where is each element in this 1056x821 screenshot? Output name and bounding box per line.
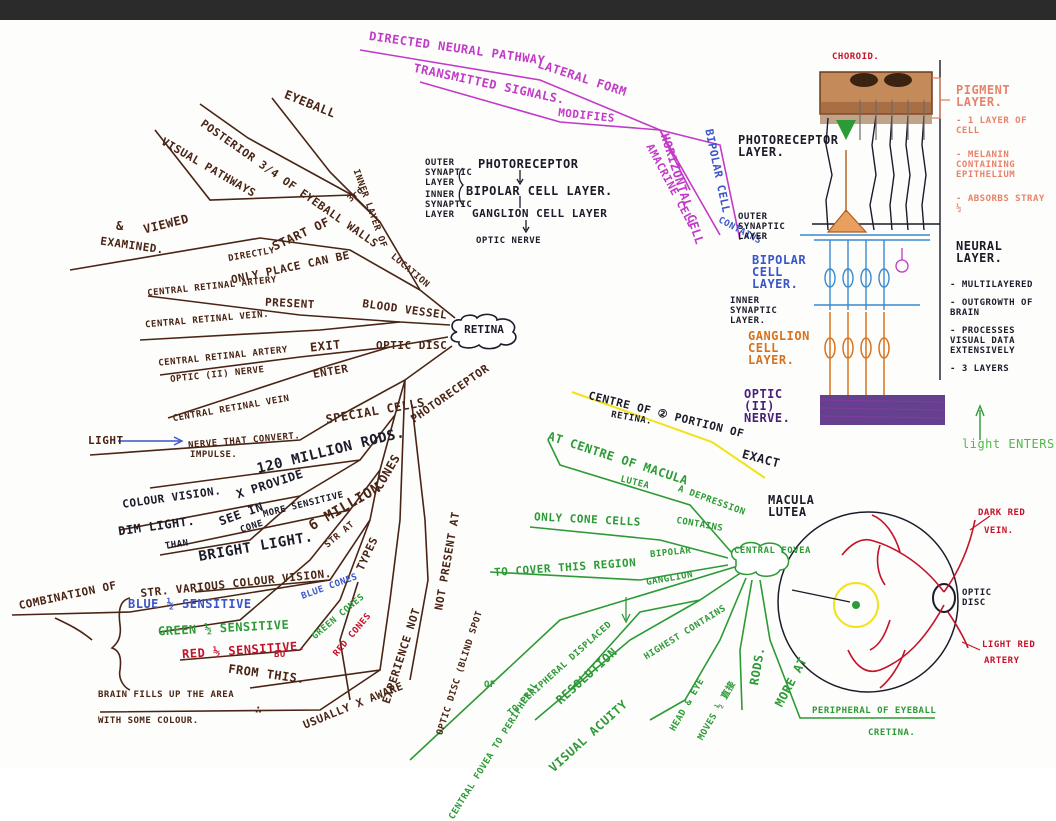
fundus-dark-red: DARK RED xyxy=(978,508,1026,518)
layer-list xyxy=(458,167,530,234)
retina-label: RETINA xyxy=(464,323,504,336)
paper-sheet xyxy=(0,20,1056,768)
mid-ganglion: GANGLION CELL LAYER xyxy=(472,207,608,220)
fundus-artery: ARTERY xyxy=(984,656,1020,666)
fundus-light-red: LIGHT RED xyxy=(982,640,1036,650)
arrow-icon xyxy=(118,436,184,446)
fovea-node xyxy=(728,540,792,578)
diag-bipolar: BIPOLAR CELL LAYER. xyxy=(752,253,807,291)
label-amp: & xyxy=(116,219,124,233)
label-bo: BO xyxy=(274,650,286,660)
diag-neural-layer: NEURAL LAYER. xyxy=(956,239,1003,265)
label-light: LIGHT xyxy=(88,434,124,447)
mac-peripheral-eyeball: PERIPHERAL OF EYEBALL xyxy=(812,706,937,716)
eye-fundus-icon xyxy=(777,511,991,693)
mind-map-lines xyxy=(11,49,991,761)
fundus-optic-disc: OPTIC DISC xyxy=(962,588,992,608)
label-brain-fills: BRAIN FILLS UP THE AREA xyxy=(98,690,235,700)
label-with-colour: WITH SOME COLOUR. xyxy=(98,716,199,726)
brain-bubble-icon xyxy=(450,313,517,350)
mac-central-fovea: CENTRAL FOVEA xyxy=(734,546,811,556)
diag-light-enters: light ENTERS. xyxy=(962,437,1056,451)
diag-optic: OPTIC (II) NERVE. xyxy=(744,387,791,425)
fundus-vein: VEIN. xyxy=(984,526,1014,536)
mid-optic-nerve: OPTIC NERVE xyxy=(476,236,542,246)
retina-center-node: RETINA xyxy=(447,312,521,350)
diag-photoreceptor: PHOTORECEPTOR LAYER. xyxy=(738,133,839,159)
mid-outer-synaptic: OUTER SYNAPTIC LAYER xyxy=(425,158,473,188)
scan-top-edge xyxy=(0,0,1056,20)
diag-pigment-layer: PIGMENT LAYER. xyxy=(956,83,1011,109)
diag-outgrowth: - OUTGROWTH OF BRAIN xyxy=(950,298,1033,318)
diag-multilayered: - MULTILAYERED xyxy=(950,280,1033,290)
combination-bracket xyxy=(54,597,131,691)
mid-inner-synaptic: INNER SYNAPTIC LAYER xyxy=(425,190,473,220)
diag-ganglion: GANGLION CELL LAYER. xyxy=(748,329,810,367)
label-therefore: ∴ xyxy=(255,703,263,716)
diag-absorbs: - ABSORBS STRAY ½ xyxy=(956,194,1045,214)
mid-photoreceptor: PHOTORECEPTOR xyxy=(478,157,579,171)
diag-processes: - PROCESSES VISUAL DATA EXTENSIVELY xyxy=(950,326,1016,356)
label-blue-sensitive: BLUE ½ SENSITIVE xyxy=(128,597,252,611)
macula-pointer xyxy=(571,391,766,479)
diag-three-layers: - 3 LAYERS xyxy=(950,364,1010,374)
label-present: PRESENT xyxy=(264,295,316,312)
fovea-bubble-icon xyxy=(730,541,790,577)
diag-inner-synaptic: INNER SYNAPTIC LAYER. xyxy=(730,296,778,326)
diag-outer-synaptic: OUTER SYNAPTIC LAYER xyxy=(738,212,786,242)
mac-cretina: CRETINA. xyxy=(868,728,916,738)
mac-of: OF xyxy=(484,680,496,690)
diag-melanin: - MELANIN CONTAINING EPITHELIUM xyxy=(956,150,1016,180)
mac-macula-lutea: MACULA LUTEA xyxy=(768,493,815,519)
diag-one-layer: - 1 LAYER OF CELL xyxy=(956,116,1028,136)
label-impulse: IMPULSE. xyxy=(190,450,238,460)
retina-branches-left xyxy=(11,97,456,713)
label-exit: EXIT xyxy=(309,337,342,355)
retina-cells-icon xyxy=(800,60,985,440)
mid-bipolar: BIPOLAR CELL LAYER. xyxy=(466,184,613,198)
diag-choroid: CHOROID. xyxy=(832,52,880,62)
interneuron-branches xyxy=(359,49,741,241)
fovea-branches xyxy=(409,439,935,761)
label-optic-disc: OPTIC DISC xyxy=(376,339,448,352)
